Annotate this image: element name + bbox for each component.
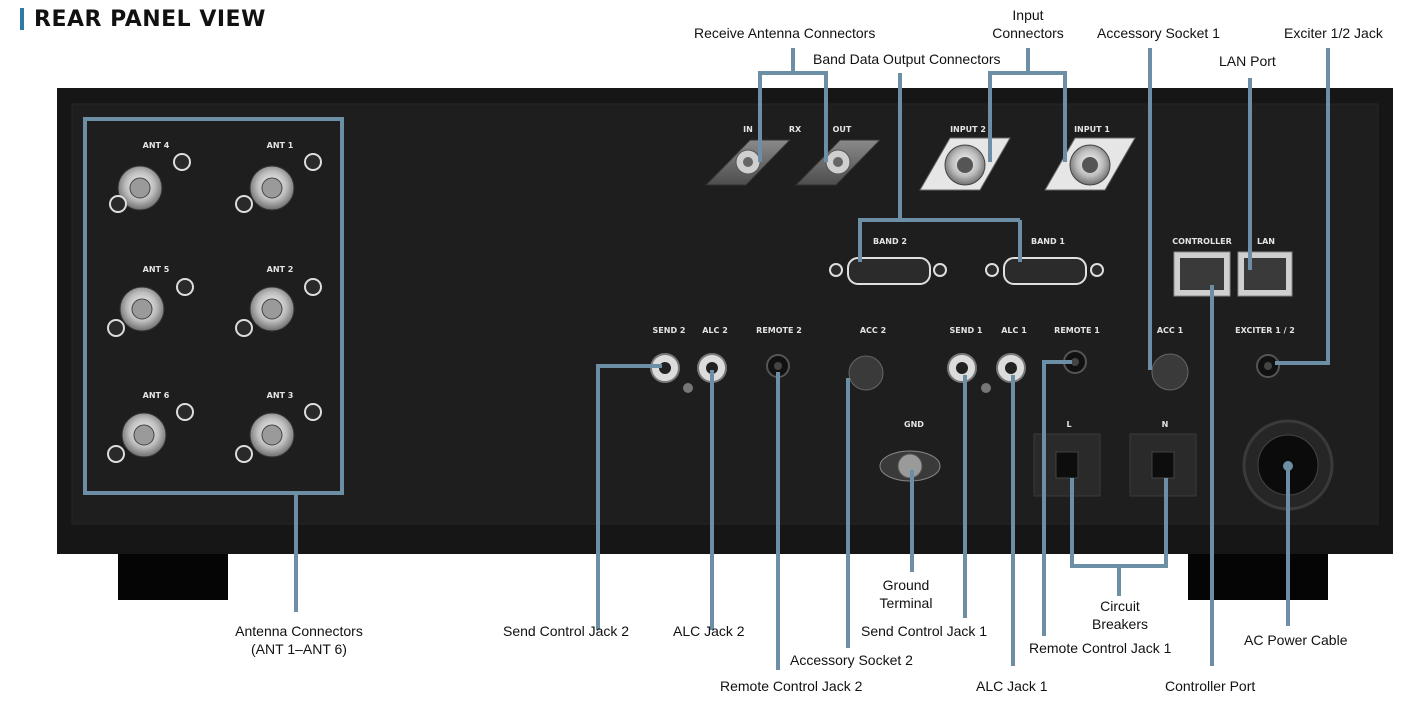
- callout-accessory-socket-1: Accessory Socket 1: [1097, 25, 1220, 41]
- rx-connectors: [704, 139, 882, 186]
- label-ant1: ANT 1: [266, 141, 294, 150]
- label-alc2: ALC 2: [702, 326, 728, 335]
- callout-circuit-breakers: Circuit Breakers: [1080, 597, 1160, 633]
- jacks-row: [650, 350, 1280, 393]
- title-block: REAR PANEL VIEW: [20, 6, 266, 32]
- title-accent-bar: [20, 8, 24, 30]
- label-controller: CONTROLLER: [1172, 237, 1232, 246]
- callout-ground-line1: Ground: [882, 577, 930, 593]
- label-alc1: ALC 1: [1001, 326, 1027, 335]
- ant1-connector: [235, 153, 322, 213]
- callout-remote-control-jack-1: Remote Control Jack 1: [1029, 640, 1172, 656]
- label-exciter: EXCITER 1 / 2: [1235, 326, 1295, 335]
- callout-ac-power-cable: AC Power Cable: [1244, 632, 1348, 648]
- label-band2: BAND 2: [873, 237, 907, 246]
- callout-controller-port: Controller Port: [1165, 678, 1256, 694]
- label-send2: SEND 2: [652, 326, 686, 335]
- label-acc2: ACC 2: [859, 326, 887, 335]
- label-rx-in: IN: [743, 125, 753, 134]
- label-input2: INPUT 2: [950, 125, 986, 134]
- callout-input-line2: Connectors: [992, 25, 1064, 41]
- label-remote1: REMOTE 1: [1054, 326, 1100, 335]
- label-band1: BAND 1: [1031, 237, 1065, 246]
- rj45-ports: [1173, 251, 1293, 297]
- antenna-connectors: [107, 153, 322, 463]
- page-title: REAR PANEL VIEW: [34, 6, 266, 32]
- ground-terminal: [879, 450, 941, 482]
- callout-input-line1: Input: [1012, 7, 1044, 23]
- label-send1: SEND 1: [949, 326, 983, 335]
- label-ant3: ANT 3: [266, 391, 294, 400]
- callout-remote-control-jack-2: Remote Control Jack 2: [720, 678, 863, 694]
- callout-band-data-output: Band Data Output Connectors: [813, 51, 1001, 67]
- callout-ground-line2: Terminal: [879, 595, 933, 611]
- label-remote2: REMOTE 2: [756, 326, 802, 335]
- callout-send-control-jack-2: Send Control Jack 2: [503, 623, 630, 639]
- callout-alc-jack-2: ALC Jack 2: [673, 623, 745, 639]
- callout-receive-antenna-connectors: Receive Antenna Connectors: [694, 25, 876, 41]
- band-connectors: [829, 257, 1104, 285]
- ant3-connector: [235, 403, 322, 463]
- callout-antenna-connectors: Antenna Connectors (ANT 1–ANT 6): [214, 622, 384, 658]
- callout-accessory-socket-2: Accessory Socket 2: [790, 652, 913, 668]
- callout-send-control-jack-1: Send Control Jack 1: [861, 623, 988, 639]
- label-n: N: [1161, 420, 1169, 429]
- ant4-connector: [109, 153, 191, 213]
- label-gnd: GND: [904, 420, 924, 429]
- ant6-connector: [107, 403, 194, 463]
- leader-lines: [83, 48, 1330, 670]
- callout-ground-terminal: Ground Terminal: [866, 576, 946, 612]
- label-rx: RX: [788, 125, 802, 134]
- ant5-connector: [107, 278, 194, 337]
- ant2-connector: [235, 278, 322, 337]
- callout-antenna-line2: (ANT 1–ANT 6): [251, 641, 347, 657]
- callout-alc-jack-1: ALC Jack 1: [976, 678, 1048, 694]
- label-input1: INPUT 1: [1074, 125, 1110, 134]
- callout-circuit-line2: Breakers: [1091, 616, 1149, 632]
- callout-lan-port: LAN Port: [1219, 53, 1276, 69]
- label-ant6: ANT 6: [142, 391, 170, 400]
- callout-exciter-jack: Exciter 1/2 Jack: [1284, 25, 1383, 41]
- label-ant4: ANT 4: [142, 141, 170, 150]
- callout-input-connectors: Input Connectors: [986, 6, 1070, 42]
- label-ant5: ANT 5: [142, 265, 170, 274]
- label-l: L: [1066, 420, 1072, 429]
- callout-antenna-line1: Antenna Connectors: [235, 623, 363, 639]
- label-lan: LAN: [1257, 237, 1275, 246]
- label-ant2: ANT 2: [266, 265, 294, 274]
- label-acc1: ACC 1: [1156, 326, 1184, 335]
- callout-circuit-line1: Circuit: [1100, 598, 1140, 614]
- input-connectors: [919, 137, 1136, 191]
- left-foot: [118, 554, 228, 600]
- label-rx-out: OUT: [832, 125, 852, 134]
